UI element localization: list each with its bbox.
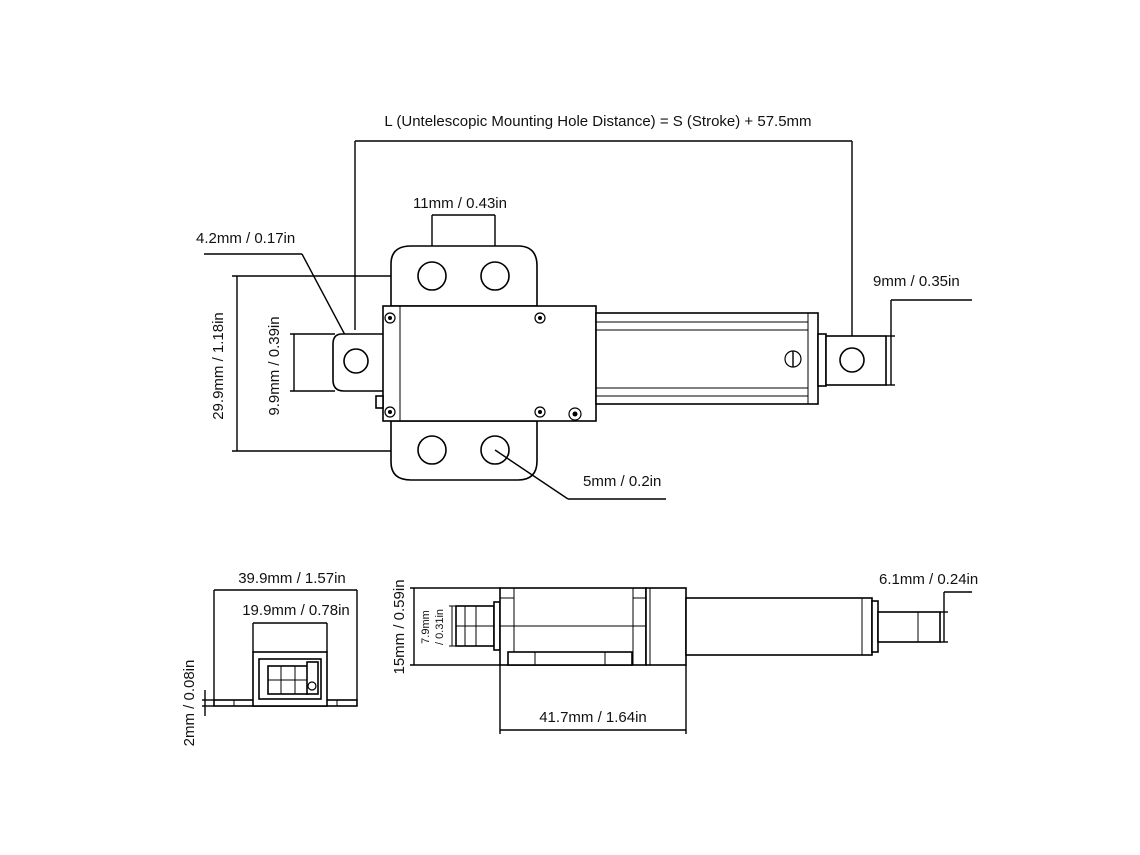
rear-tab-height-label: 9.9mm / 0.39in	[266, 316, 283, 415]
bracket-hole-label: 5mm / 0.2in	[583, 473, 661, 490]
body-screws	[384, 312, 582, 421]
rod-end	[817, 333, 827, 387]
rod-dia-label: 6.1mm / 0.24in	[879, 571, 978, 588]
lower-bracket	[390, 420, 538, 481]
upper-bracket	[390, 245, 538, 307]
body-side-tab	[375, 395, 384, 409]
rear-mounting-hole	[343, 348, 369, 374]
overall-height-label: 29.9mm / 1.18in	[210, 312, 227, 420]
side-front-housing	[645, 587, 687, 666]
front-hole-label: 9mm / 0.35in	[873, 273, 960, 290]
end-screw-icon	[307, 681, 317, 691]
side-tube	[685, 597, 873, 656]
front-mounting-hole	[839, 347, 865, 373]
gear-height-label-a: 7.9mm	[420, 610, 432, 644]
body-height-label: 15mm / 0.59in	[391, 579, 408, 674]
front-hole-dimension: 9mm / 0.35in	[873, 273, 972, 386]
side-rod	[877, 611, 941, 643]
mounting-distance-label: L (Untelescopic Mounting Hole Distance) …	[384, 113, 811, 130]
side-base-plate	[507, 651, 633, 666]
rear-hole-label: 4.2mm / 0.17in	[196, 230, 295, 247]
actuator-tube	[595, 312, 819, 405]
plate-thickness-label: 2mm / 0.08in	[181, 660, 198, 747]
top-view: L (Untelescopic Mounting Hole Distance) …	[196, 113, 972, 500]
end-view: 39.9mm / 1.57in 19.9mm / 0.78in 2mm / 0.…	[181, 570, 358, 747]
side-view: 15mm / 0.59in 7.9mm / 0.31in	[391, 571, 978, 734]
hole-spacing-label: 11mm / 0.43in	[413, 195, 507, 212]
bracket-hole-leader: 5mm / 0.2in	[494, 449, 666, 500]
actuator-main-body	[382, 305, 597, 422]
body-width-label: 19.9mm / 0.78in	[242, 602, 350, 619]
rear-tab-height-dimension: 9.9mm / 0.39in	[266, 316, 335, 416]
upper-bracket-hole-right	[480, 261, 510, 291]
gear-height-label-b: / 0.31in	[434, 609, 446, 645]
body-length-label: 41.7mm / 1.64in	[539, 709, 647, 726]
overall-height-dimension: 29.9mm / 1.18in	[210, 275, 400, 452]
upper-bracket-hole-left	[417, 261, 447, 291]
lower-bracket-hole-left	[417, 435, 447, 465]
mounting-distance-dimension: L (Untelescopic Mounting Hole Distance) …	[354, 113, 853, 357]
base-width-label: 39.9mm / 1.57in	[238, 570, 346, 587]
